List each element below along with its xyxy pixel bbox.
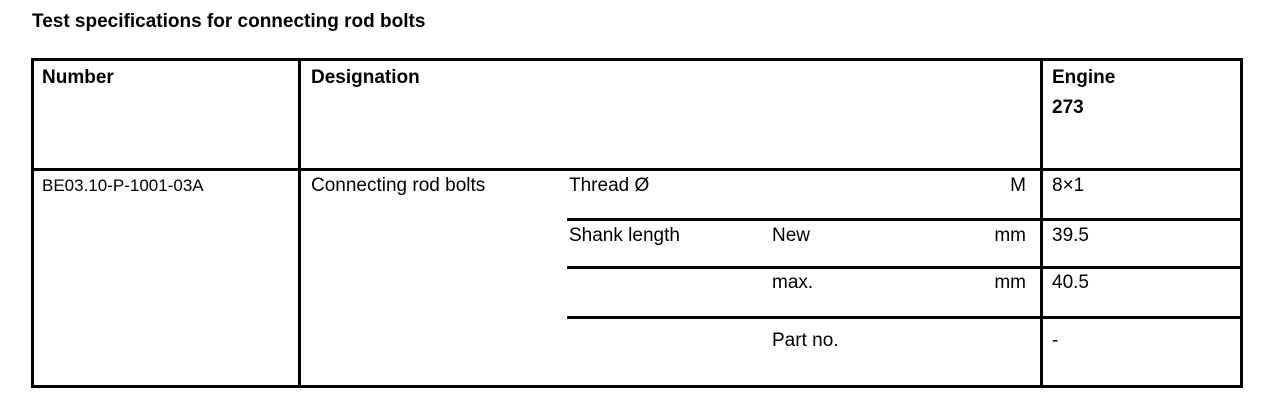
spec-qualifier: New <box>772 225 811 246</box>
header-divider <box>31 168 1243 171</box>
spec-value: 40.5 <box>1052 272 1089 293</box>
spec-unit: M <box>1010 175 1026 196</box>
row-divider <box>567 316 1243 319</box>
spec-table <box>31 58 1243 388</box>
spec-unit: mm <box>994 225 1026 246</box>
cell-number: BE03.10-P-1001-03A <box>42 176 204 195</box>
row-divider <box>567 218 1243 221</box>
cell-designation: Connecting rod bolts <box>311 175 486 196</box>
spec-name: Shank length <box>569 225 680 246</box>
spec-name: Thread Ø <box>569 175 650 196</box>
column-divider <box>298 58 301 388</box>
row-divider <box>567 266 1243 269</box>
spec-value: 39.5 <box>1052 225 1089 246</box>
header-number: Number <box>42 67 114 88</box>
spec-qualifier: max. <box>772 272 814 293</box>
spec-value: - <box>1052 330 1059 351</box>
header-engine-value: 273 <box>1052 97 1084 118</box>
page-title: Test specifications for connecting rod b… <box>32 11 426 32</box>
spec-qualifier: Part no. <box>772 330 839 351</box>
header-designation: Designation <box>311 67 420 88</box>
column-divider <box>1040 58 1043 388</box>
spec-unit: mm <box>994 272 1026 293</box>
spec-value: 8×1 <box>1052 175 1085 196</box>
header-engine-label: Engine <box>1052 67 1116 88</box>
